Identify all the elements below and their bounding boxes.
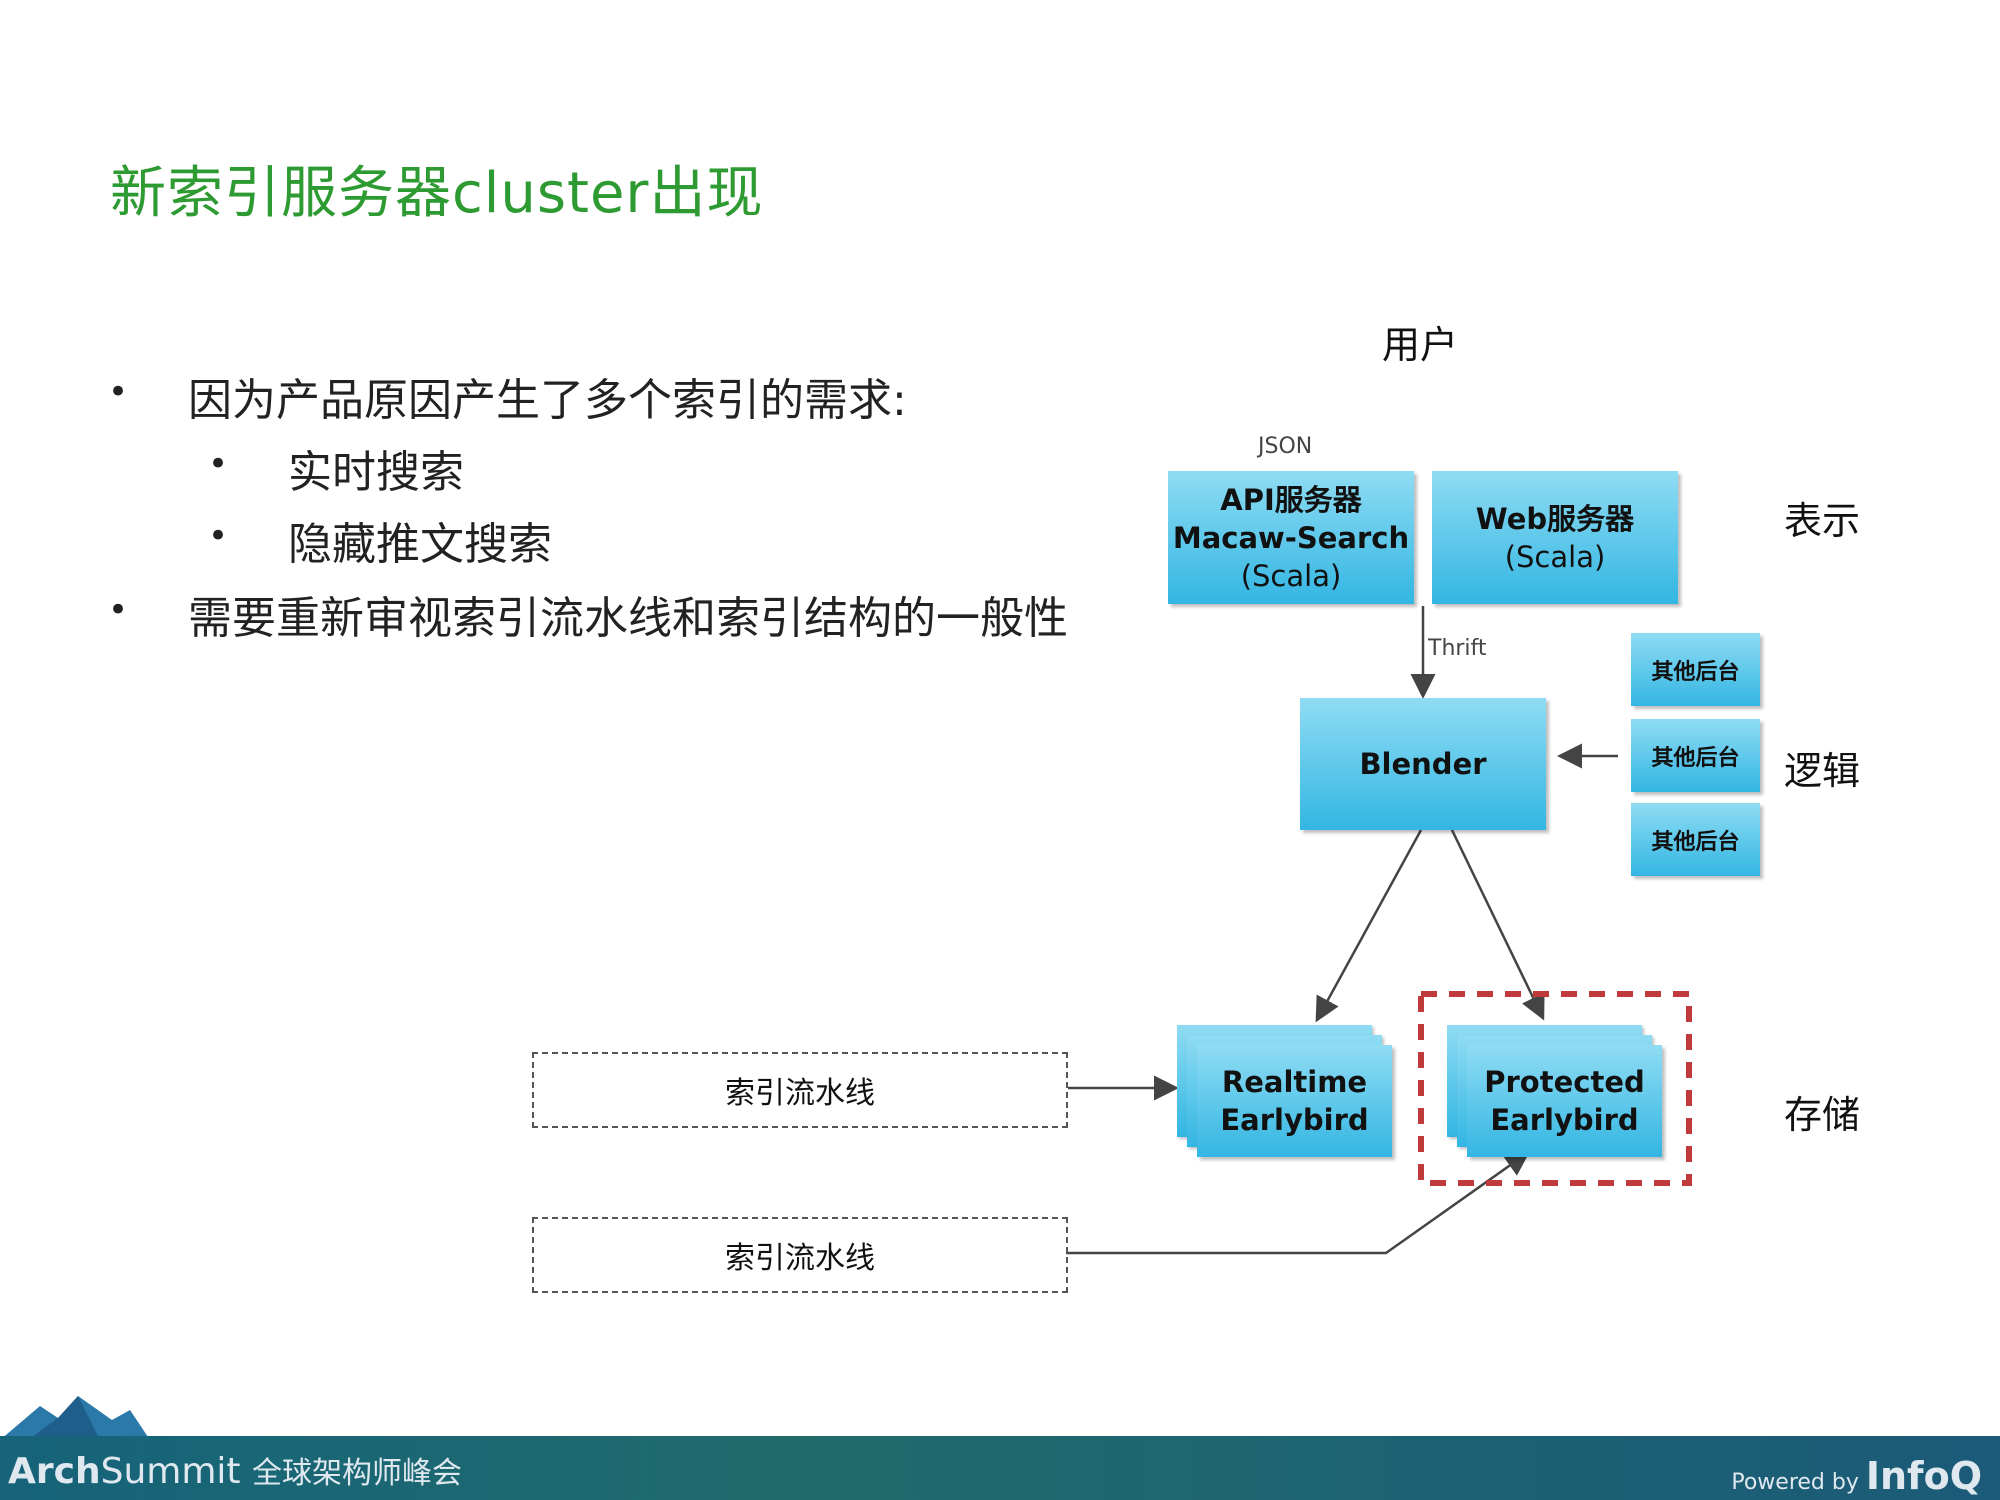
- mountain-logo-icon: [0, 1396, 150, 1440]
- archsummit-logo: ArchSummit 全球架构师峰会: [8, 1448, 462, 1492]
- logo-arch: Arch: [8, 1451, 101, 1492]
- protected-line1: Protected: [1484, 1065, 1645, 1099]
- index-pipeline-box: 索引流水线: [532, 1217, 1068, 1293]
- logo-summit: Summit: [100, 1451, 241, 1492]
- layer-label-logic: 逻辑: [1784, 749, 1861, 793]
- bullet-text: 因为产品原因产生了多个索引的需求:: [188, 375, 907, 426]
- protected-earlybird-box: Protected Earlybird: [1467, 1045, 1662, 1157]
- index-pipeline-box: 索引流水线: [532, 1052, 1068, 1128]
- bullet-dot: •: [108, 590, 129, 630]
- other-backend-box: 其他后台: [1631, 803, 1760, 876]
- web-server-lang: (Scala): [1504, 539, 1606, 574]
- protected-line2: Earlybird: [1490, 1103, 1639, 1137]
- bullet-dot: •: [208, 516, 229, 556]
- api-server-name: Macaw-Search: [1172, 520, 1410, 555]
- bullet-dot: •: [108, 372, 129, 412]
- bullet-text: 需要重新审视索引流水线和索引结构的一般性: [188, 593, 1068, 644]
- logo-sub: 全球架构师峰会: [251, 1456, 462, 1491]
- realtime-earlybird-box: Realtime Earlybird: [1197, 1045, 1392, 1157]
- blender-to-protected-arrow: [1450, 829, 1545, 1021]
- footer-bar: [0, 1436, 2000, 1500]
- realtime-line2: Earlybird: [1220, 1103, 1369, 1137]
- other-backend-box: 其他后台: [1631, 633, 1760, 706]
- api-server-box: API服务器 Macaw-Search (Scala): [1168, 471, 1414, 604]
- blender-to-realtime-arrow: [1315, 829, 1423, 1023]
- slide-title: 新索引服务器cluster出现: [110, 161, 764, 226]
- powered-by: Powered by InfoQ: [1731, 1454, 1982, 1498]
- powered-by-label: Powered by: [1731, 1470, 1859, 1495]
- blender-box: Blender: [1300, 698, 1546, 830]
- web-server-box: Web服务器 (Scala): [1432, 471, 1678, 604]
- api-server-lang: (Scala): [1240, 558, 1342, 593]
- pipeline-to-protected-arrow: [1066, 1151, 1531, 1255]
- sub-bullet-text: 实时搜索: [288, 447, 464, 498]
- layer-label-presentation: 表示: [1784, 499, 1861, 543]
- sub-bullet-text: 隐藏推文搜索: [288, 519, 552, 570]
- api-server-title: API服务器: [1220, 482, 1362, 517]
- protected-highlight-frame: [1418, 991, 1692, 1186]
- blender-label: Blender: [1359, 747, 1487, 781]
- user-label: 用户: [1382, 323, 1459, 367]
- infoq-logo: InfoQ: [1865, 1454, 1982, 1498]
- bullet-dot: •: [208, 444, 229, 484]
- web-server-title: Web服务器: [1475, 501, 1635, 536]
- layer-label-storage: 存储: [1784, 1093, 1861, 1137]
- json-label: JSON: [1258, 434, 1313, 459]
- realtime-line1: Realtime: [1221, 1065, 1368, 1099]
- other-backend-box: 其他后台: [1631, 719, 1760, 792]
- thrift-label: Thrift: [1428, 636, 1487, 661]
